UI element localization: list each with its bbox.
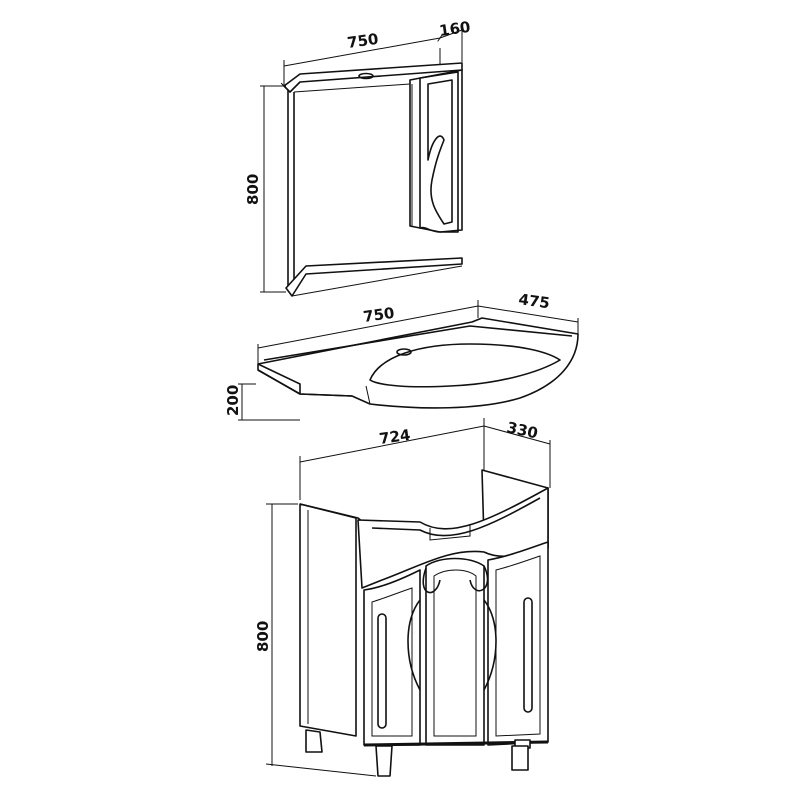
sink-height-label: 200 [224,385,242,416]
vanity-depth-label: 330 [505,418,539,442]
sink-width-label: 750 [362,304,396,326]
mirror-depth-label: 160 [438,18,472,40]
vanity-width-label: 724 [378,426,412,448]
mirror-width-label: 750 [346,30,380,52]
sink-depth-label: 475 [517,290,551,312]
mirror-height-label: 800 [244,174,262,205]
vanity-height-label: 800 [254,621,272,652]
vanity: 724 330 800 [254,418,551,777]
mirror-cabinet: 750 160 800 [244,18,472,297]
sink: 750 475 200 [224,290,579,421]
